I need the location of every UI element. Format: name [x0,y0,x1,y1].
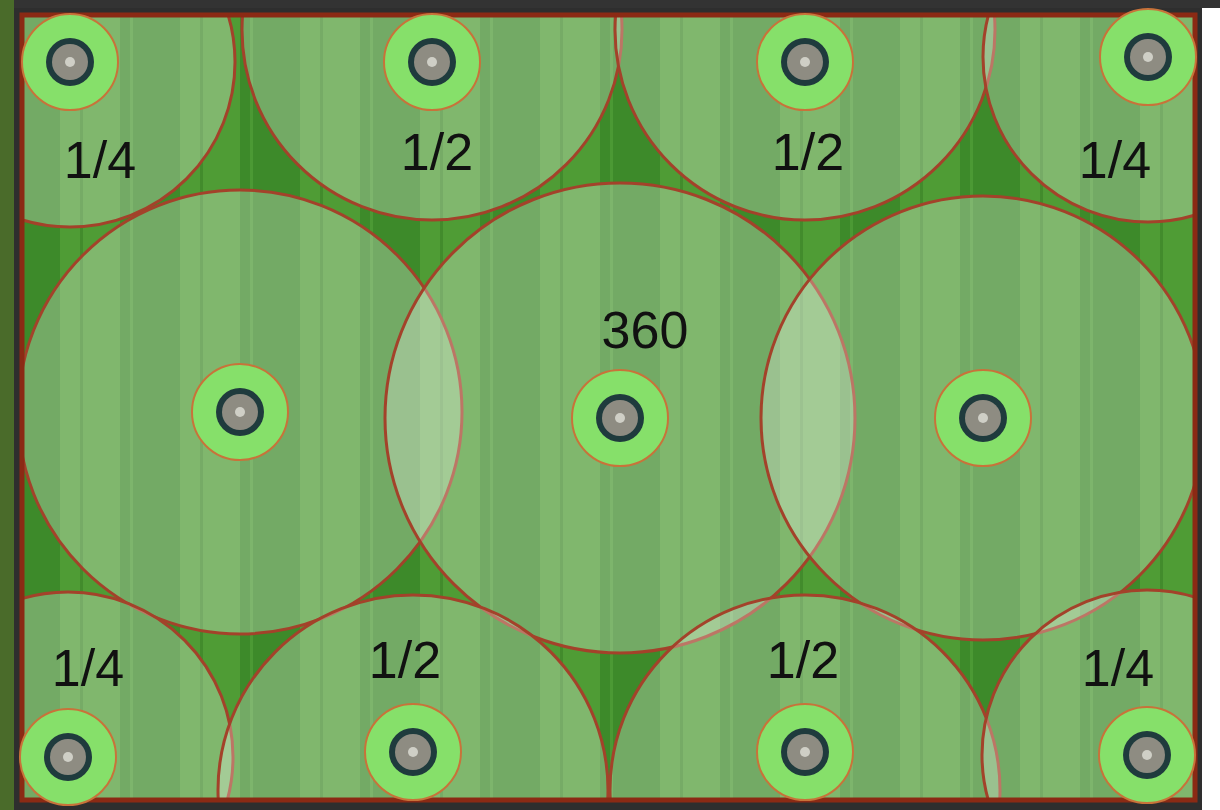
coverage-label: 1/2 [772,126,844,178]
coverage-label: 1/4 [1079,134,1151,186]
coverage-label: 1/4 [1082,642,1154,694]
coverage-label: 1/2 [401,126,473,178]
coverage-label: 1/2 [767,634,839,686]
coverage-label: 1/2 [369,634,441,686]
coverage-label: 1/4 [52,642,124,694]
coverage-label: 1/4 [64,134,136,186]
coverage-label: 360 [602,304,689,356]
